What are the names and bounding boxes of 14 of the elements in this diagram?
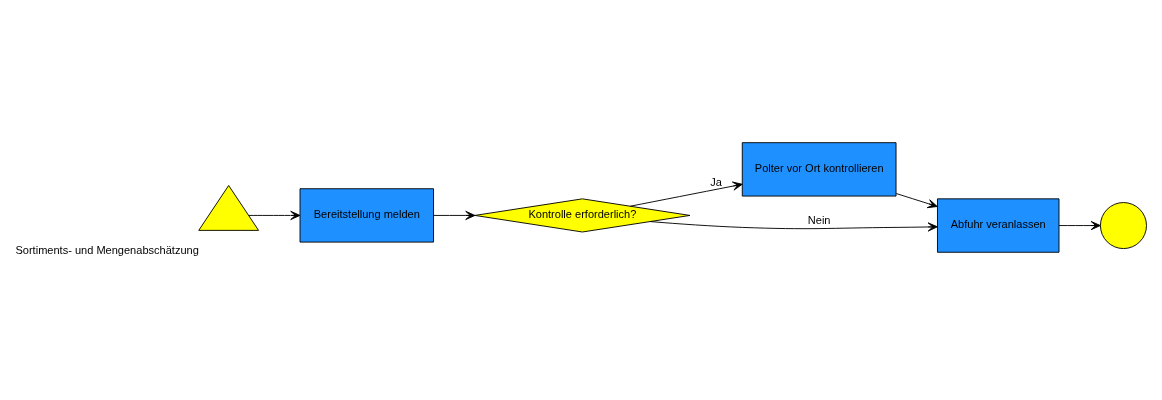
edge-label: Ja — [710, 175, 722, 188]
node-box: Bereitstellung melden — [299, 188, 434, 243]
arrow — [895, 193, 938, 209]
arrow — [433, 210, 476, 221]
arrow — [649, 221, 938, 232]
node-box: Abfuhr veranlassen — [937, 198, 1060, 253]
node-circle — [1100, 202, 1147, 250]
node-diamond: Kontrolle erforderlich? — [474, 198, 691, 233]
arrow — [629, 181, 743, 207]
node-box: Polter vor Ort kontrollieren — [741, 142, 897, 197]
edge-label: Nein — [807, 214, 831, 227]
node-label: Sortiments- und Mengenabschätzung — [15, 244, 199, 257]
arrow — [1058, 220, 1101, 231]
arrow — [248, 210, 301, 221]
